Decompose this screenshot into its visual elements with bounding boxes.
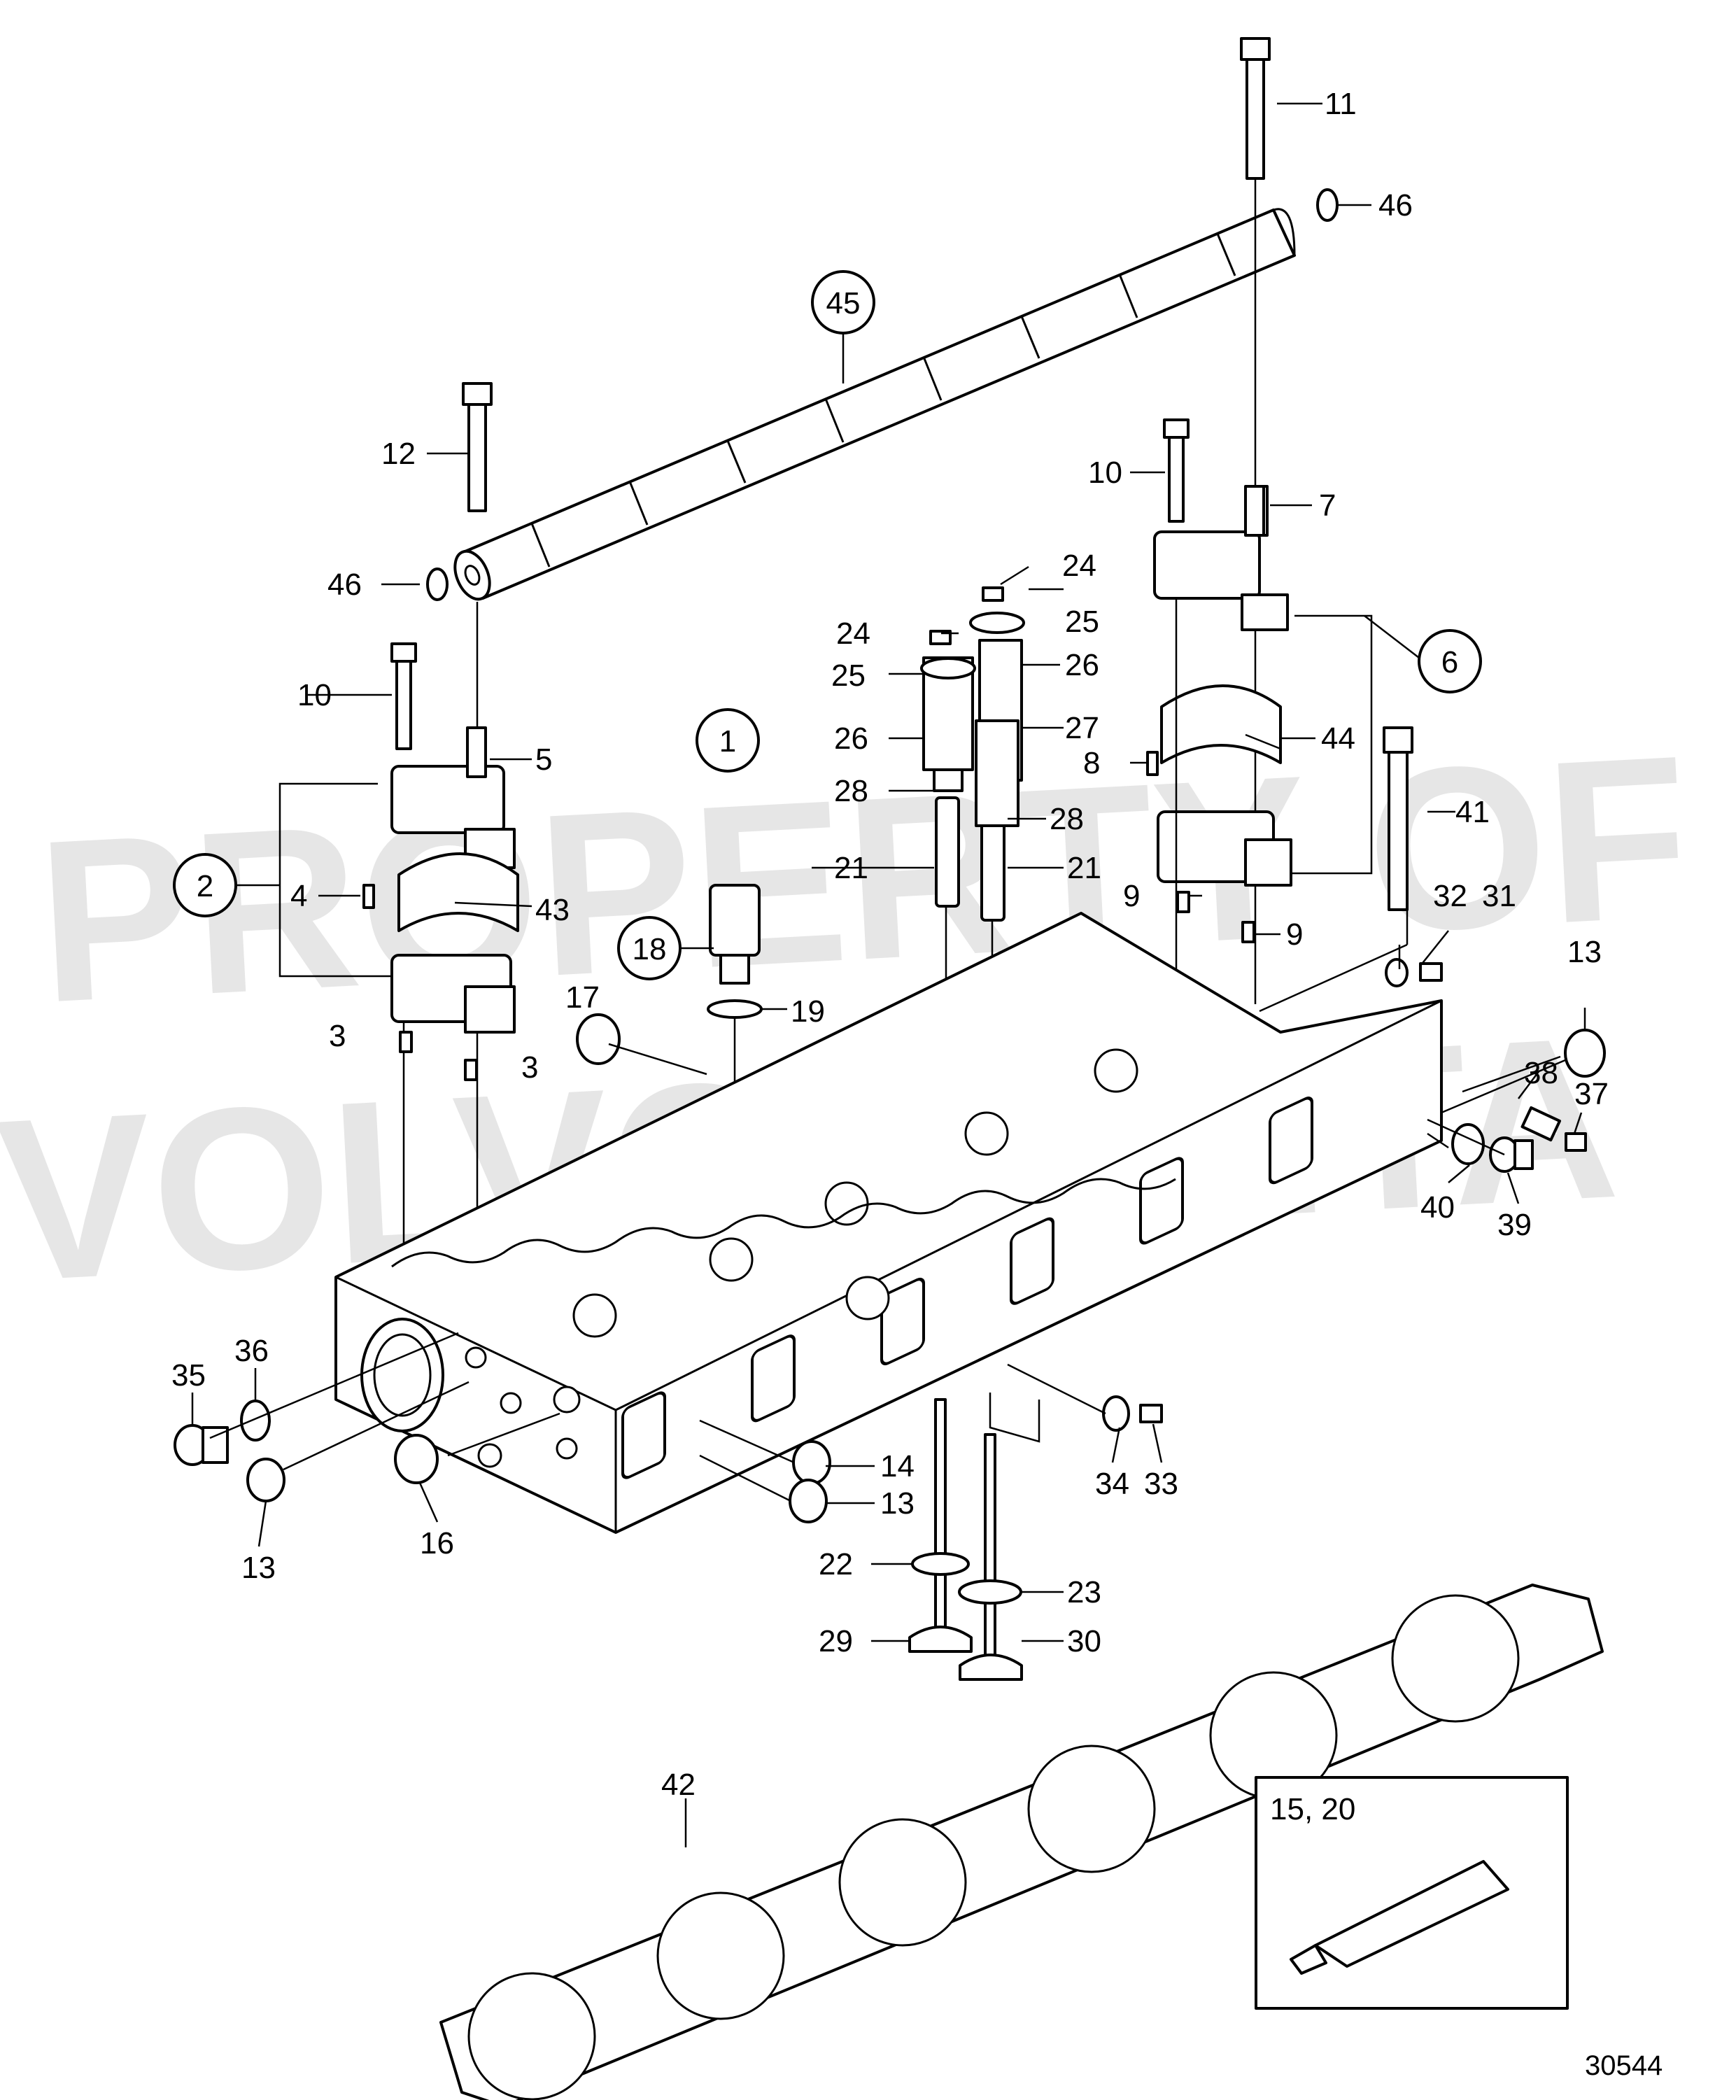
pin-4: [362, 884, 375, 909]
inset-label: 15, 20: [1270, 1792, 1355, 1826]
callout-37: 37: [1574, 1077, 1609, 1111]
callout-40: 40: [1420, 1190, 1455, 1225]
plug-13-right: [1564, 1029, 1606, 1078]
screw-37: [1565, 1132, 1587, 1152]
washer-32: [1385, 958, 1409, 987]
callout-1: 1: [719, 724, 736, 759]
sensor-39-body: [1513, 1139, 1534, 1170]
plugs-and-fittings: [174, 485, 1606, 1523]
callout-9-left: 9: [1123, 879, 1140, 913]
injector-sleeve: [707, 884, 763, 1253]
callout-10-right: 10: [1088, 456, 1122, 490]
pin-3b: [464, 1059, 478, 1081]
callout-39: 39: [1497, 1208, 1532, 1242]
callout-23: 23: [1067, 1575, 1101, 1609]
callout-30: 30: [1067, 1624, 1101, 1658]
plug-13-left: [246, 1458, 285, 1502]
screw-31: [1419, 962, 1443, 982]
callout-9-right: 9: [1286, 917, 1303, 952]
callout-24-left: 24: [836, 616, 870, 651]
leader-lines: [191, 102, 1586, 1847]
callout-13-left: 13: [241, 1551, 276, 1585]
callout-29: 29: [819, 1624, 853, 1658]
plug-14: [792, 1440, 831, 1485]
callout-28-right: 28: [1050, 802, 1084, 836]
callout-3-right: 3: [521, 1050, 538, 1085]
plug-35-hex: [202, 1426, 229, 1464]
left-bearing-bracket: [390, 642, 519, 1302]
callout-4: 4: [290, 879, 307, 913]
callout-22: 22: [819, 1547, 853, 1581]
pin-3a: [399, 1031, 413, 1053]
callout-3-left: 3: [329, 1019, 346, 1053]
callout-13-right: 13: [1567, 935, 1602, 969]
callout-43: 43: [535, 893, 570, 927]
callout-12: 12: [381, 437, 416, 471]
callout-5: 5: [535, 742, 552, 777]
callout-34: 34: [1095, 1467, 1129, 1501]
callout-17: 17: [565, 980, 600, 1015]
callout-26-right: 26: [1065, 648, 1099, 682]
callout-41: 41: [1455, 795, 1490, 829]
circled-callouts: 45 1 2 6 18: [173, 270, 1482, 980]
washer-34: [1102, 1395, 1130, 1432]
callout-7: 7: [1319, 488, 1336, 523]
washer-46-left: [426, 568, 449, 601]
callout-19: 19: [791, 994, 825, 1029]
callout-46-left: 46: [327, 568, 362, 602]
valves: [908, 1398, 1023, 1681]
rocker-shaft: [453, 208, 1296, 601]
callout-28-left: 28: [834, 774, 868, 808]
callout-2: 2: [197, 869, 213, 903]
callout-36: 36: [234, 1334, 269, 1368]
callout-13-mid: 13: [880, 1486, 915, 1521]
callout-26-left: 26: [834, 721, 868, 756]
callout-16: 16: [420, 1526, 454, 1560]
pin-9b: [1241, 921, 1255, 943]
callout-8: 8: [1083, 746, 1100, 780]
seal-40: [1451, 1123, 1485, 1165]
callout-44: 44: [1321, 721, 1355, 756]
screw-33: [1139, 1404, 1163, 1423]
callout-25-right: 25: [1065, 605, 1099, 639]
callout-18: 18: [633, 932, 667, 966]
clamp-38: [1520, 1106, 1561, 1142]
bolt-41: [1383, 726, 1413, 911]
callout-32: 32: [1433, 879, 1467, 913]
pin-9a: [1176, 891, 1190, 913]
callout-42: 42: [661, 1768, 696, 1802]
head-gasket: [439, 1584, 1604, 2100]
callout-labels: 11 46 12 46 10 7 24 25 24 26 25 10 27 26…: [171, 87, 1609, 1802]
sealant-inset: 15, 20: [1255, 1776, 1569, 2010]
callout-25-left: 25: [831, 658, 866, 693]
plug-13-mid: [789, 1479, 828, 1523]
callout-6: 6: [1441, 645, 1458, 679]
callout-24-right: 24: [1062, 549, 1096, 583]
callout-27: 27: [1065, 711, 1099, 745]
plug-17: [576, 1013, 621, 1065]
figure-number: 30544: [1585, 2050, 1663, 2081]
callout-46-right: 46: [1378, 188, 1413, 223]
callout-10-left: 10: [297, 678, 332, 712]
callout-21-left: 21: [834, 851, 868, 885]
callout-45: 45: [826, 286, 861, 320]
valve-train: [920, 586, 1025, 1148]
sealant-tube-icon: [1314, 1860, 1509, 1968]
washer-46-right: [1316, 188, 1339, 222]
dowel-7: [1244, 485, 1265, 537]
seal-36: [240, 1400, 271, 1442]
callout-21-right: 21: [1067, 851, 1101, 885]
callout-31: 31: [1482, 879, 1516, 913]
callout-33: 33: [1144, 1467, 1178, 1501]
callout-38: 38: [1524, 1056, 1558, 1090]
plug-16: [394, 1434, 439, 1484]
callout-11: 11: [1325, 87, 1357, 121]
callout-14: 14: [880, 1449, 915, 1484]
pin-8: [1146, 751, 1159, 776]
cylinder-head: [334, 912, 1443, 1534]
callout-35: 35: [171, 1358, 206, 1393]
bolt-12: [462, 382, 493, 742]
